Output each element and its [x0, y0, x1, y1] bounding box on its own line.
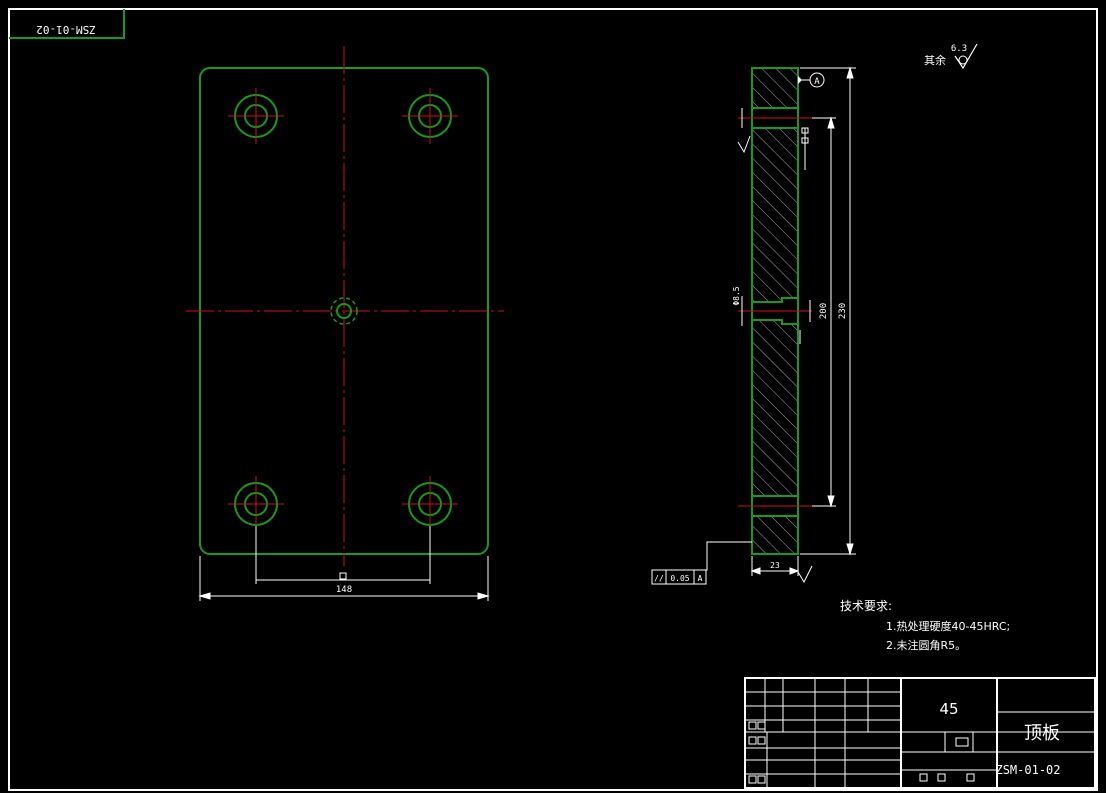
svg-text://: // [654, 574, 664, 583]
svg-text:2.未注圆角R5。: 2.未注圆角R5。 [886, 638, 966, 652]
material-value: 45 [939, 700, 958, 718]
hole-spacing-dimension-side [812, 116, 836, 508]
hole-top-right [402, 88, 458, 144]
width-dim-label: 148 [336, 585, 352, 595]
thickness-dimension [750, 556, 800, 576]
sheet-border [8, 8, 1098, 791]
svg-text:技术要求:: 技术要求: [840, 599, 892, 613]
part-name: 顶板 [1024, 723, 1060, 744]
mid-hole-dim-label: Φ8.5 [732, 286, 741, 305]
svg-text:1.热处理硬度40-45HRC;: 1.热处理硬度40-45HRC; [886, 619, 1010, 633]
height-dim-label: 230 [838, 303, 848, 319]
roughness-mark-bottom [797, 565, 813, 584]
height-dimension [800, 66, 856, 556]
svg-text:A: A [814, 77, 820, 87]
hole-bottom-right [402, 476, 458, 532]
svg-text:0.05: 0.05 [670, 574, 689, 583]
corner-code-box: ZSM-01-02 [9, 9, 125, 39]
title-block [744, 677, 1096, 789]
tolerance-frame: // 0.05 A [651, 569, 707, 585]
technical-requirements: 技术要求: 1.热处理硬度40-45HRC; 2.未注圆角R5。 [840, 599, 1010, 652]
hole-center [330, 297, 358, 325]
hole-bottom-left [228, 476, 284, 532]
datum-a-symbol: A [798, 72, 825, 88]
svg-text:6.3: 6.3 [951, 44, 967, 54]
hole-spacing-side-label: 200 [819, 303, 829, 319]
drawing-number: ZSM-01-02 [995, 763, 1060, 777]
hole-spacing-dimension [255, 526, 431, 584]
general-roughness-note: 其余 6.3 [924, 43, 978, 70]
side-view: A 230 200 Φ8.5 [705, 66, 856, 584]
front-view: 148 [186, 46, 504, 601]
corner-code: ZSM-01-02 [36, 23, 96, 36]
width-dimension [198, 556, 490, 601]
thickness-dim-label: 23 [770, 561, 780, 570]
svg-text:其余: 其余 [924, 53, 946, 67]
svg-text:A: A [698, 574, 703, 583]
hole-top-left [228, 88, 284, 144]
